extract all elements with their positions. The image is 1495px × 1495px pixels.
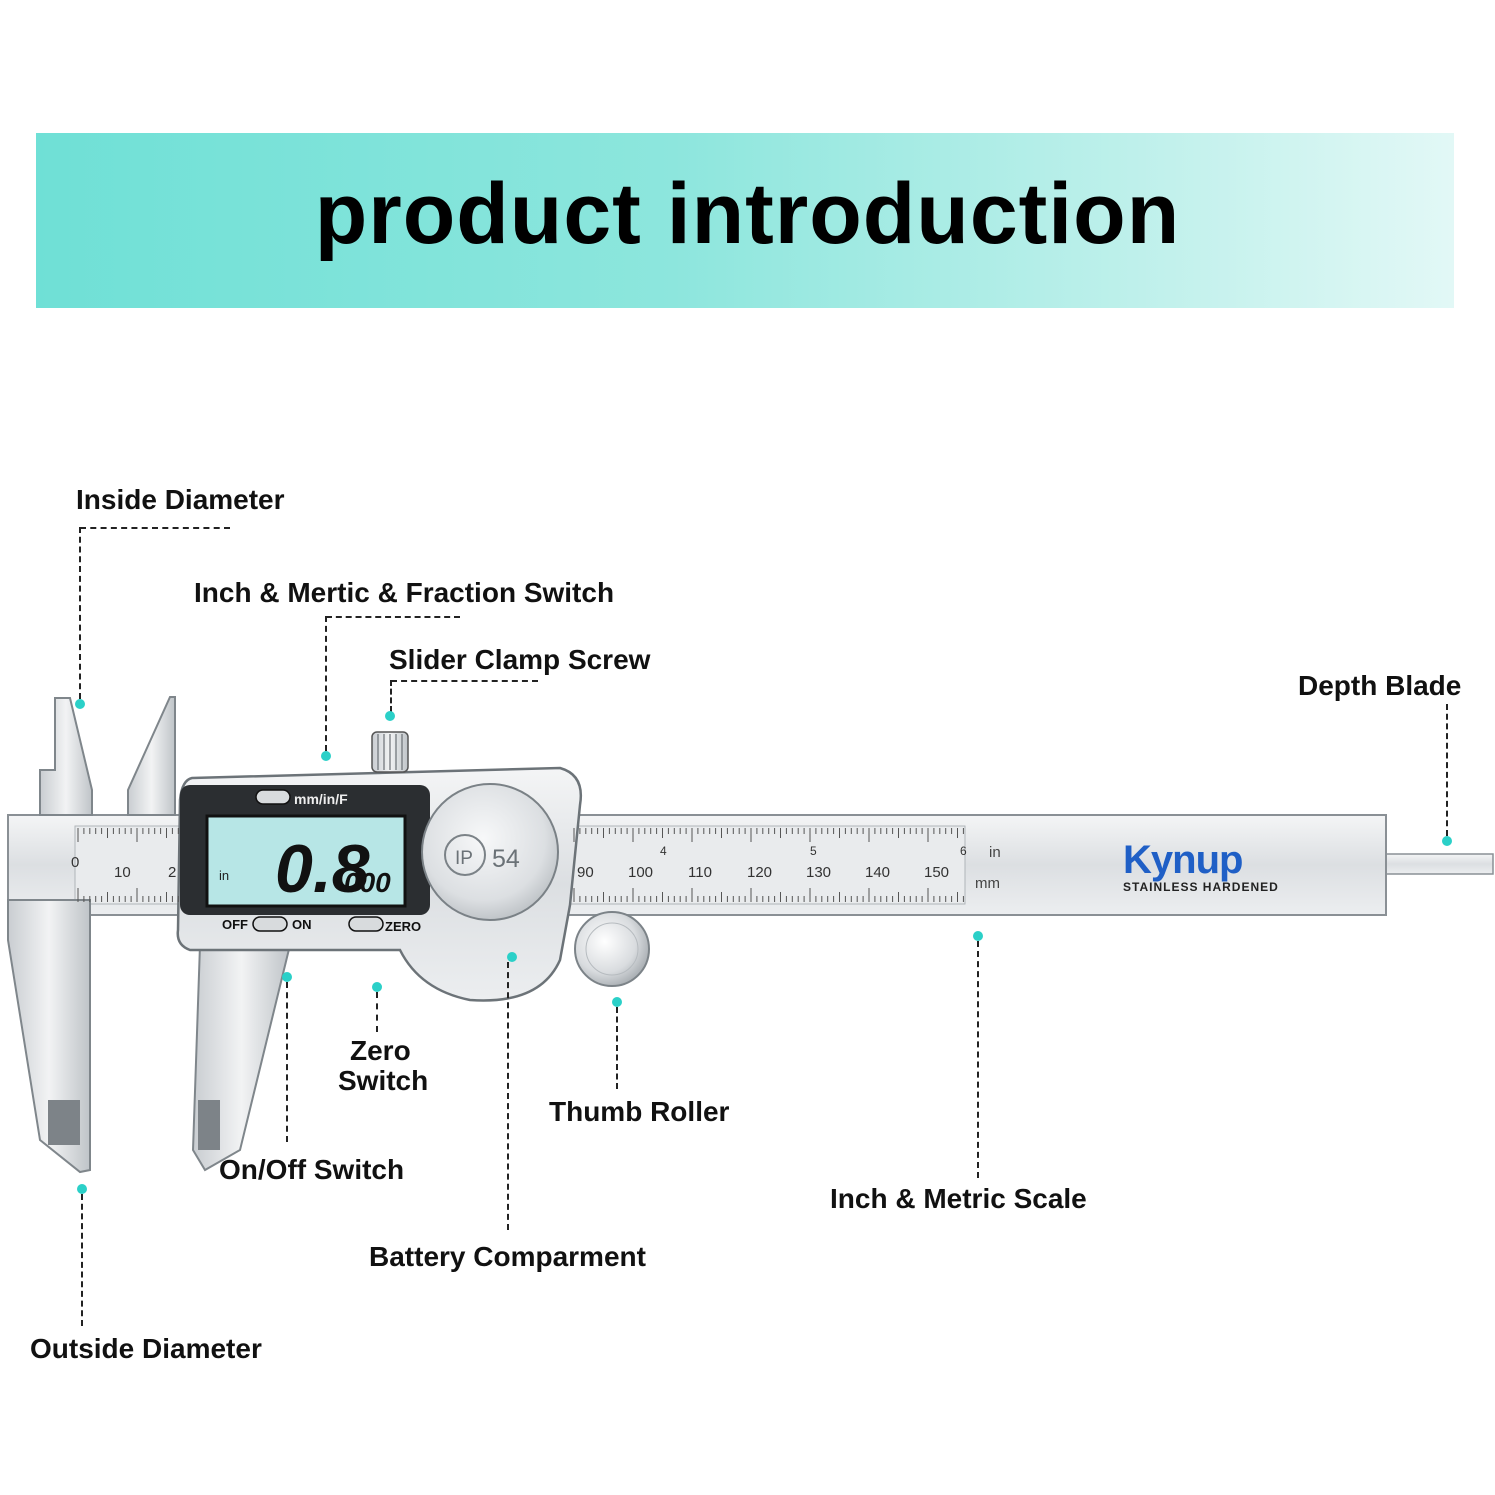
label-metric-scale: Inch & Metric Scale (830, 1183, 1087, 1214)
battery-compartment-dial (421, 783, 559, 921)
unit-mm: mm (975, 875, 1000, 892)
mm-tick-0: 0 (71, 854, 79, 871)
leader-onoff-switch-v (286, 982, 288, 1142)
leader-metric-scale-v (977, 941, 979, 1178)
marker-outside-diameter (77, 1184, 87, 1194)
zero-label: ZERO (385, 919, 421, 934)
page-title: product introduction (314, 166, 1181, 262)
scale-ticks (77, 828, 964, 902)
mm-tick-130: 130 (806, 864, 831, 881)
marker-zero-switch (372, 982, 382, 992)
mode-button-label: mm/in/F (294, 791, 348, 807)
sliding-jaw-tip (198, 1100, 220, 1150)
marker-thumb-roller (612, 997, 622, 1007)
title-banner (36, 133, 1454, 308)
leader-clamp-screw-h (391, 680, 538, 682)
depth-blade (1384, 853, 1494, 875)
mm-tick-100: 100 (628, 864, 653, 881)
marker-metric-scale (973, 931, 983, 941)
inch-tick-4: 4 (660, 844, 667, 858)
leader-clamp-screw-v (390, 680, 392, 712)
label-fraction-switch: Inch & Mertic & Fraction Switch (194, 577, 615, 608)
fixed-jaw-tip (48, 1100, 80, 1145)
label-depth-blade: Depth Blade (1298, 670, 1462, 701)
sliding-inside-jaw (127, 696, 176, 816)
display-value: 0.8 (275, 831, 370, 907)
mm-tick-150: 150 (924, 864, 949, 881)
on-label: ON (292, 917, 312, 932)
label-zero-switch-line2: Switch (338, 1065, 429, 1096)
mm-tick-110: 110 (688, 864, 712, 881)
inch-tick-5: 5 (810, 844, 817, 858)
ip-badge-ring (444, 834, 486, 876)
mm-tick-20: 2 (168, 864, 176, 881)
leader-depth-blade-v (1446, 704, 1448, 836)
thumb-roller-center (585, 922, 639, 976)
leader-inside-diameter-h (80, 527, 230, 529)
leader-fraction-switch-v (325, 616, 327, 751)
inch-tick-labels: 4 5 6 (660, 844, 967, 858)
display-unit: in (219, 868, 229, 883)
mm-tick-140: 140 (865, 864, 890, 881)
label-outside-diameter: Outside Diameter (30, 1333, 262, 1364)
mm-tick-10: 10 (114, 864, 131, 881)
brand-logo: Kynup (1123, 838, 1242, 882)
fixed-inside-jaw (39, 697, 93, 816)
leader-thumb-roller-v (616, 1007, 618, 1089)
leader-outside-diameter-v (81, 1194, 83, 1326)
marker-clamp-screw (385, 711, 395, 721)
brand-sub: STAINLESS HARDENED (1123, 880, 1279, 894)
unit-in: in (989, 844, 1001, 861)
inch-tick-6: 6 (960, 844, 967, 858)
marker-fraction-switch (321, 751, 331, 761)
off-label: OFF (222, 917, 248, 932)
label-thumb-roller: Thumb Roller (549, 1096, 730, 1127)
mode-button[interactable] (255, 789, 291, 805)
label-onoff-switch: On/Off Switch (219, 1154, 405, 1185)
zero-button[interactable] (348, 916, 384, 932)
marker-onoff-switch (282, 972, 292, 982)
mm-tick-120: 120 (747, 864, 772, 881)
label-inside-diameter: Inside Diameter (76, 484, 285, 515)
onoff-switch[interactable] (252, 916, 288, 932)
leader-fraction-switch-h (326, 616, 460, 618)
mm-tick-labels: 0 10 2 90 100 110 120 130 140 150 (71, 854, 949, 881)
display-small-digits: 000 (344, 867, 391, 898)
leader-battery-v (507, 962, 509, 1230)
label-clamp-screw: Slider Clamp Screw (389, 644, 651, 675)
marker-battery (507, 952, 517, 962)
ip-badge-text: IP (455, 848, 473, 869)
marker-depth-blade (1442, 836, 1452, 846)
lcd-screen (205, 814, 407, 908)
label-battery: Battery Comparment (369, 1241, 646, 1272)
mm-tick-90: 90 (577, 864, 594, 881)
label-zero-switch-line1: Zero (350, 1035, 411, 1066)
ip-badge-number: 54 (492, 845, 520, 873)
leader-zero-switch-v (376, 992, 378, 1032)
leader-inside-diameter-v (79, 527, 81, 699)
marker-inside-diameter (75, 699, 85, 709)
